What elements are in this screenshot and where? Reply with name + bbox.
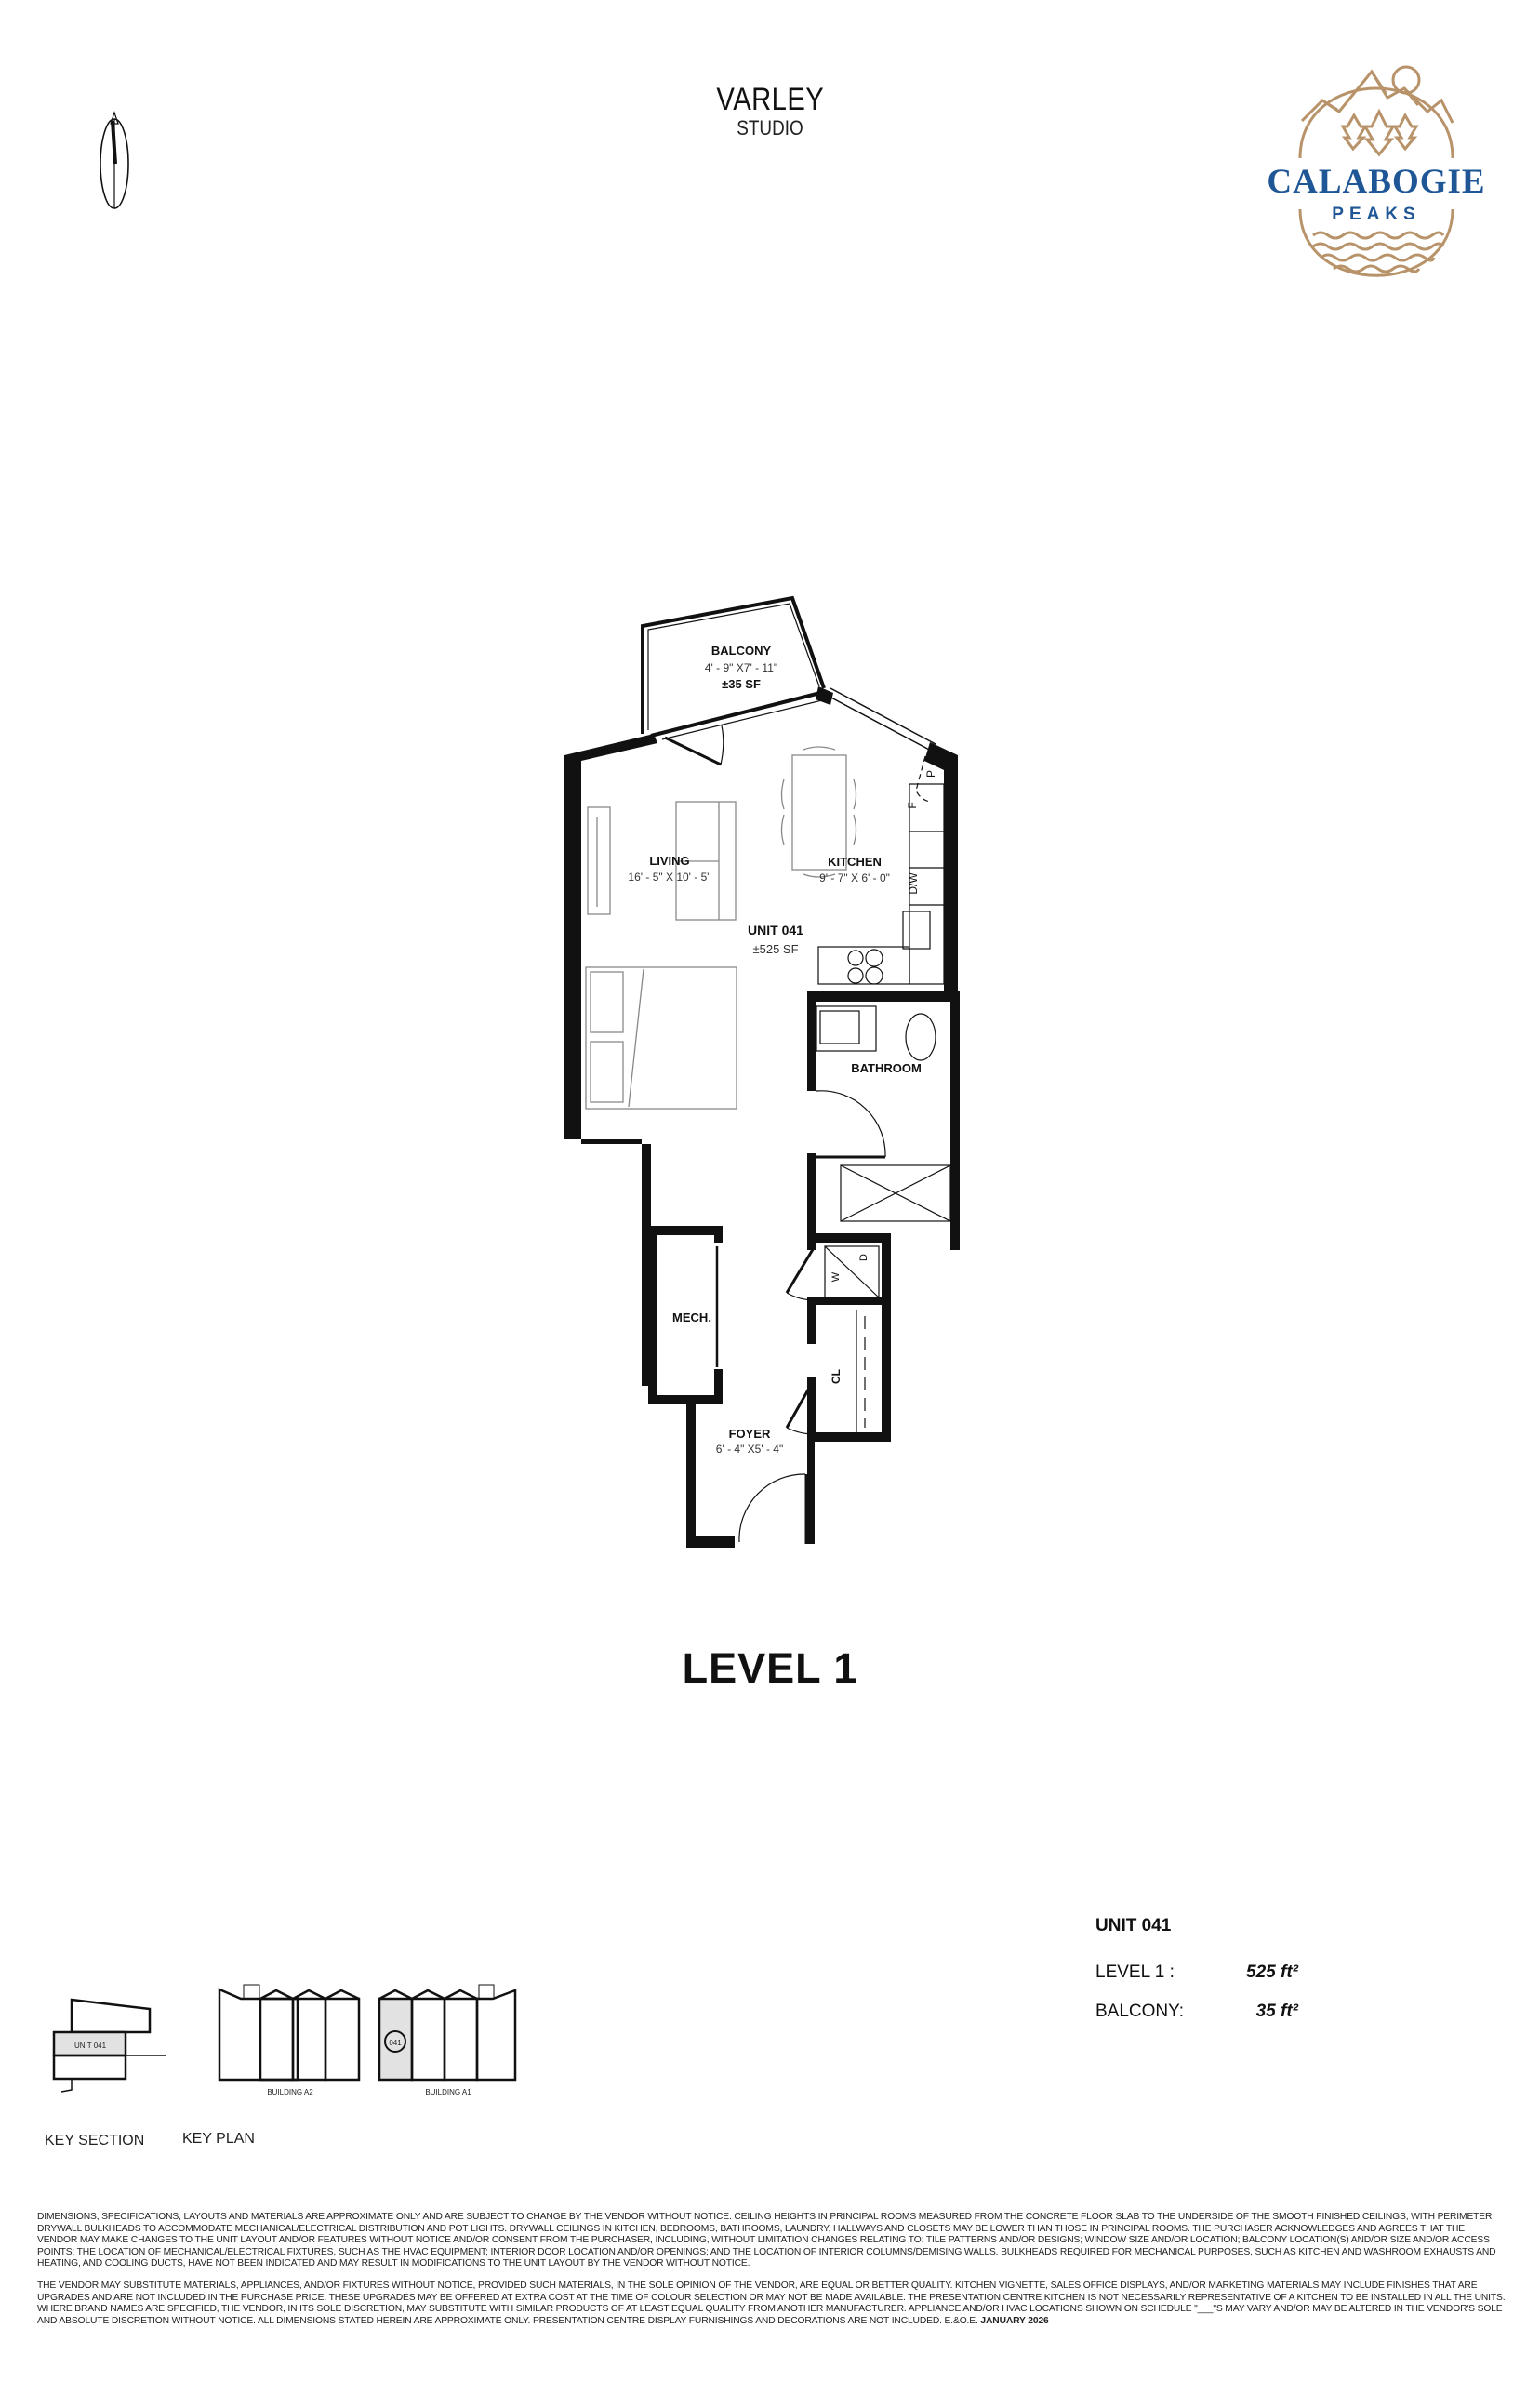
key-plan-building-a1: BUILDING A1 — [425, 2088, 471, 2096]
room-label-balcony: BALCONY — [711, 644, 772, 658]
disclaimer-paragraph-2: THE VENDOR MAY SUBSTITUTE MATERIALS, APP… — [37, 2281, 1507, 2327]
plan-walls — [564, 595, 960, 1548]
plan-labels: BALCONY 4' - 9" X7' - 11" ±35 SF LIVING … — [628, 644, 937, 1456]
unit-summary-row-balcony: BALCONY: 35 ft² — [1095, 2002, 1374, 2041]
unit-summary-label: BALCONY: — [1095, 2002, 1185, 2021]
disclaimer-date: JANUARY 2026 — [980, 2315, 1049, 2326]
unit-area: ±525 SF — [752, 942, 798, 956]
room-label-living: LIVING — [649, 854, 689, 868]
model-type: STUDIO — [737, 116, 803, 140]
brand-subname: PEAKS — [1332, 205, 1420, 224]
key-diagrams: UNIT 041 KEY SECTION 041 BUILDING A2 BUI… — [45, 1984, 517, 2148]
appliance-fridge: F — [906, 802, 919, 808]
key-plan-caption: KEY PLAN — [182, 2131, 255, 2147]
unit-label: UNIT 041 — [748, 923, 803, 938]
floor-plan: BALCONY 4' - 9" X7' - 11" ±35 SF LIVING … — [564, 595, 960, 1548]
plan-doors — [664, 725, 931, 1544]
disclaimer-paragraph-1: DIMENSIONS, SPECIFICATIONS, LAYOUTS AND … — [37, 2212, 1496, 2269]
key-plan-unit-marker: 041 — [389, 2039, 402, 2047]
room-dims-living: 16' - 5" X 10' - 5" — [628, 871, 710, 884]
key-plan: 041 BUILDING A2 BUILDING A1 KEY PLAN — [182, 1984, 517, 2147]
room-label-closet: CL — [830, 1369, 843, 1384]
model-name: VARLEY — [716, 82, 824, 117]
room-area-balcony: ±35 SF — [722, 677, 761, 691]
disclaimer-paragraph-2-text: THE VENDOR MAY SUBSTITUTE MATERIALS, APP… — [37, 2280, 1506, 2326]
unit-summary-value: 35 ft² — [1255, 2002, 1298, 2021]
plan-fixtures — [715, 783, 951, 1432]
appliance-dryer: D — [858, 1254, 870, 1261]
unit-summary-value: 525 ft² — [1246, 1962, 1298, 1982]
room-label-bathroom: BATHROOM — [851, 1061, 922, 1075]
legal-disclaimer: DIMENSIONS, SPECIFICATIONS, LAYOUTS AND … — [37, 2212, 1507, 2337]
brand-name: CALABOGIE — [1267, 163, 1485, 201]
level-title: LEVEL 1 — [682, 1644, 858, 1692]
room-dims-balcony: 4' - 9" X7' - 11" — [705, 661, 777, 674]
room-label-kitchen: KITCHEN — [828, 855, 882, 869]
calabogie-peaks-logo: CALABOGIE PEAKS — [1267, 65, 1485, 277]
unit-summary: UNIT 041 LEVEL 1 : 525 ft² BALCONY: 35 f… — [1095, 1916, 1374, 2041]
model-title: VARLEY STUDIO — [0, 82, 1540, 140]
unit-summary-row-level: LEVEL 1 : 525 ft² — [1095, 1962, 1374, 2002]
appliance-washer: W — [830, 1271, 842, 1282]
key-section: UNIT 041 KEY SECTION — [45, 1998, 166, 2148]
room-dims-foyer: 6' - 4" X5' - 4" — [716, 1443, 783, 1456]
appliance-dishwasher: D/W — [907, 872, 920, 895]
key-plan-building-a2: BUILDING A2 — [267, 2088, 313, 2096]
appliance-pantry: P — [924, 770, 937, 778]
north-arrow-icon — [100, 111, 129, 209]
room-label-foyer: FOYER — [729, 1427, 771, 1441]
key-section-caption: KEY SECTION — [45, 2133, 144, 2148]
unit-summary-title: UNIT 041 — [1095, 1916, 1172, 1935]
key-section-unit-label: UNIT 041 — [74, 2042, 107, 2050]
unit-summary-label: LEVEL 1 : — [1095, 1962, 1175, 1982]
room-label-mech: MECH. — [672, 1310, 711, 1324]
plan-furniture — [585, 746, 857, 1110]
room-dims-kitchen: 9' - 7" X 6' - 0" — [819, 871, 890, 885]
